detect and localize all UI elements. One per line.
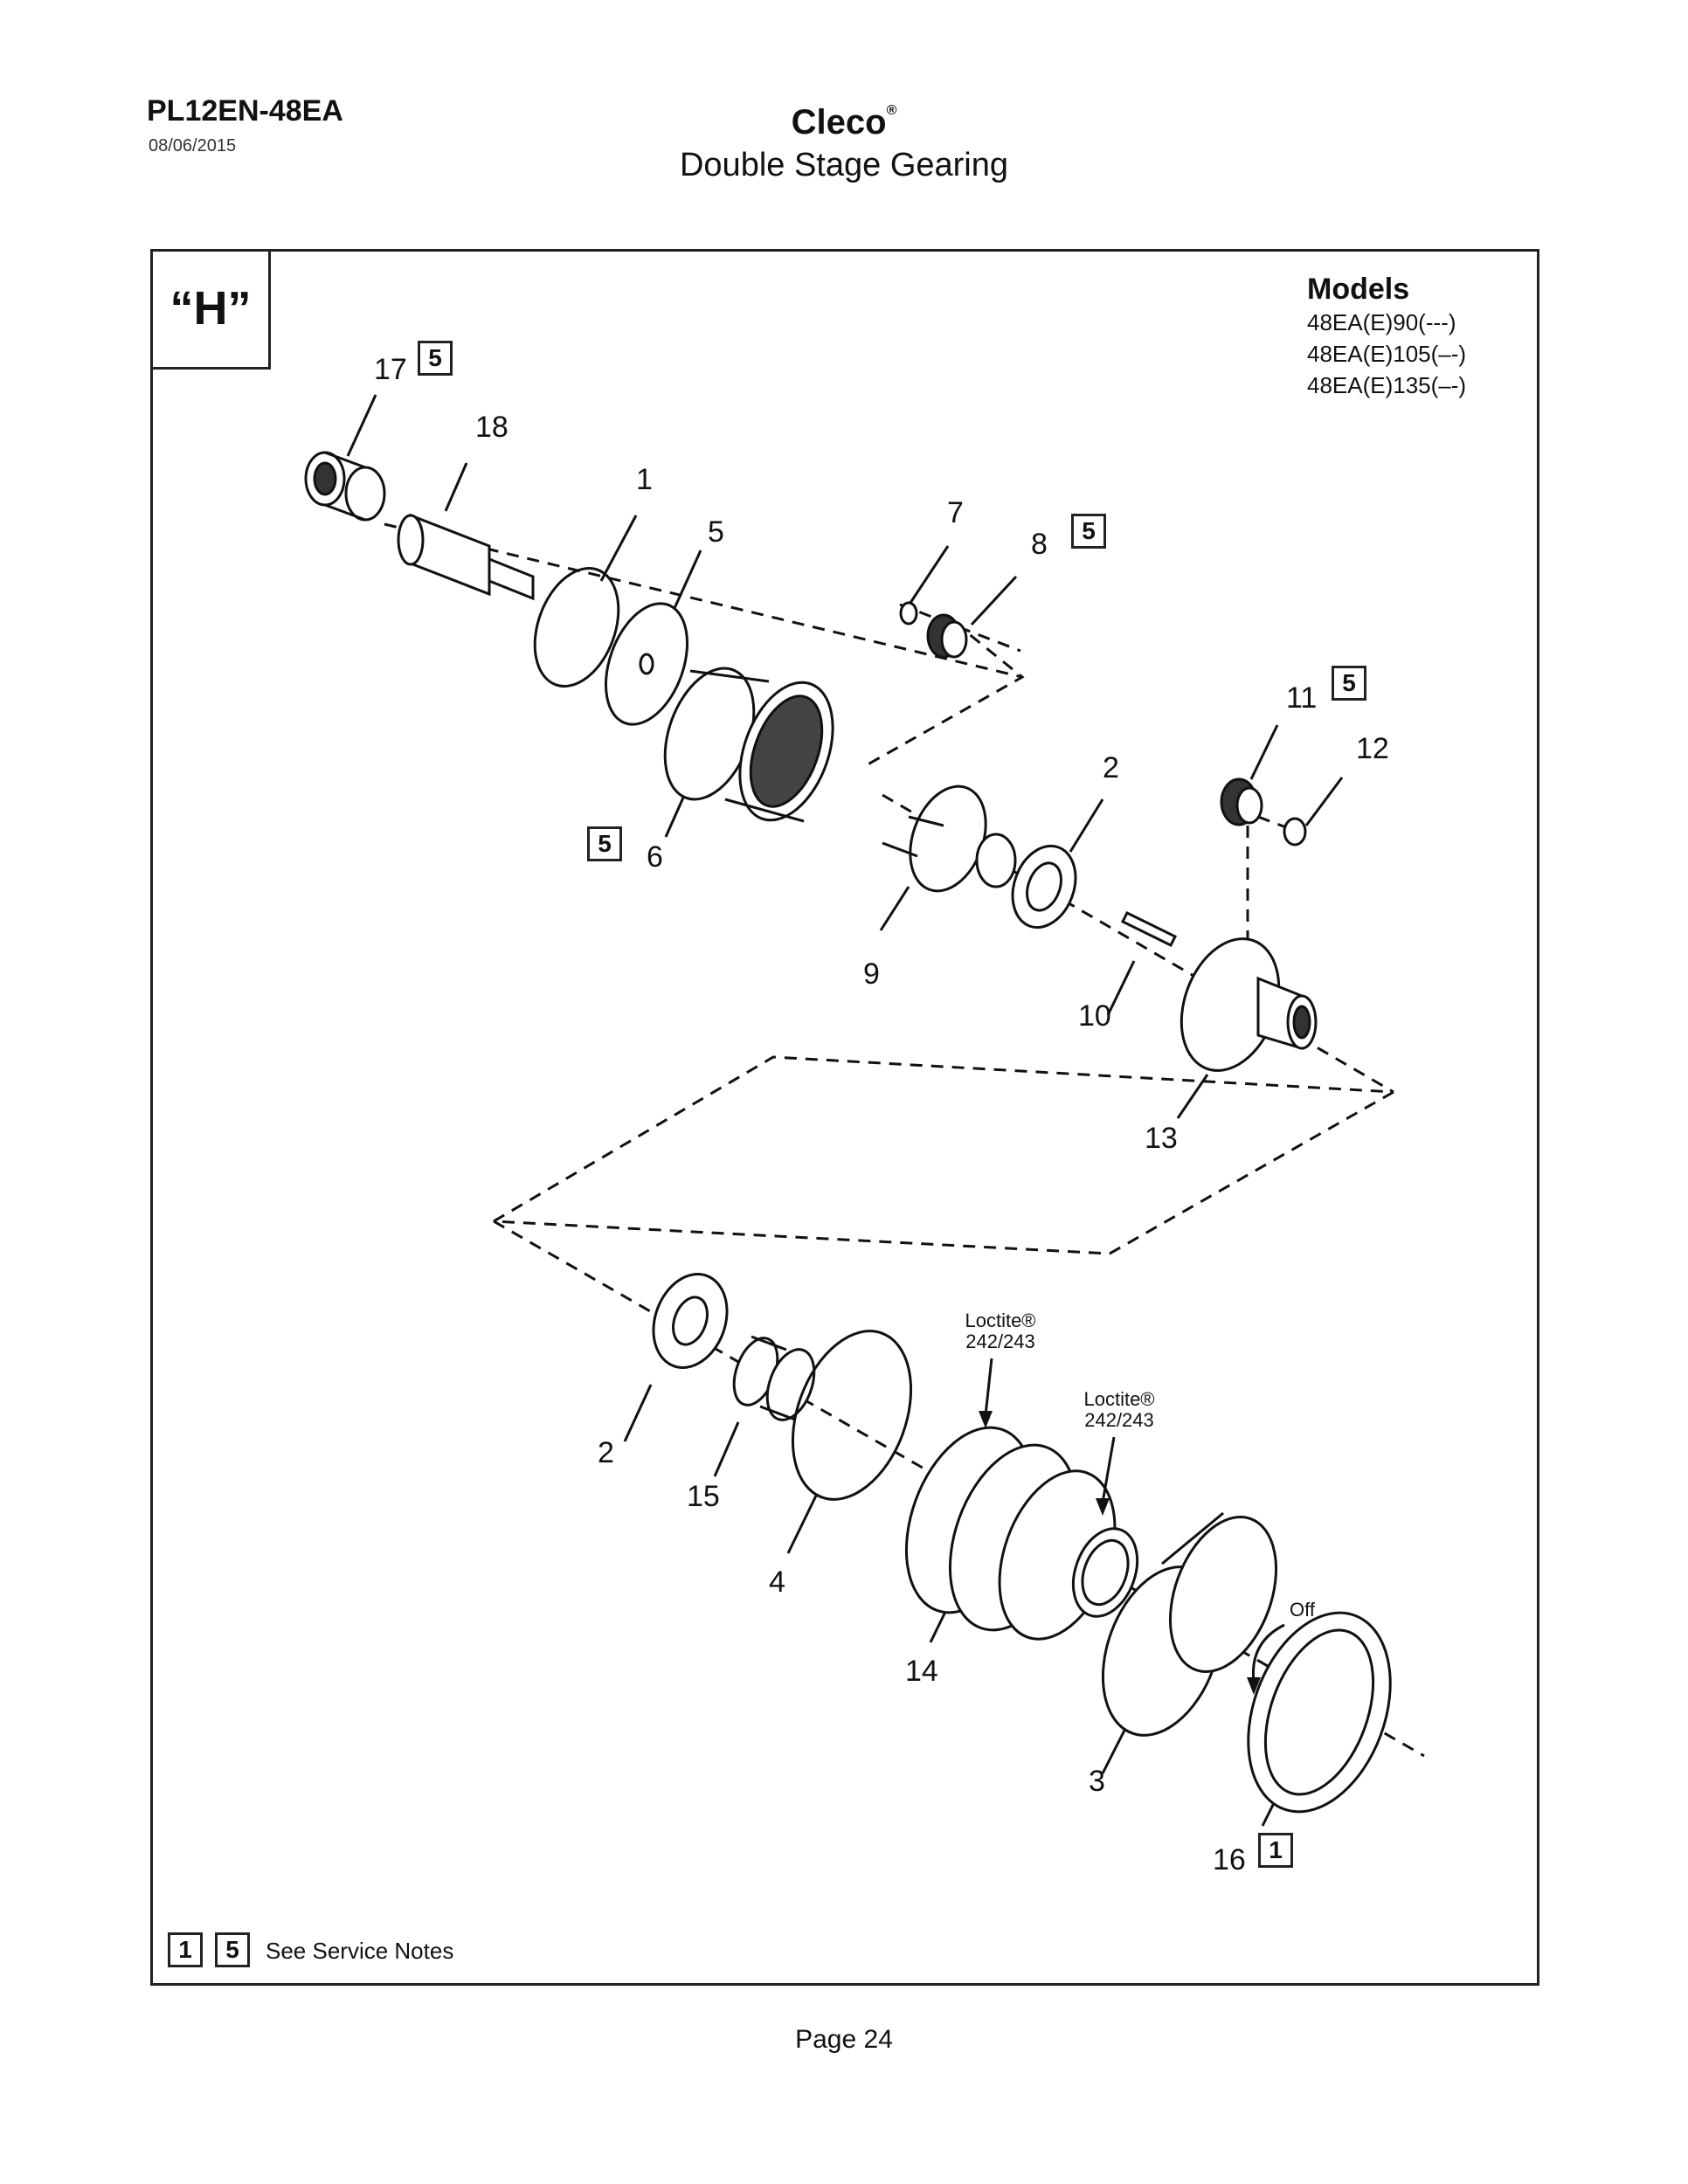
adhesive-grade: 242/243 <box>1084 1409 1154 1431</box>
callout-part-2: 2 <box>1103 751 1119 784</box>
callout-part-13: 13 <box>1145 1122 1178 1155</box>
service-note-box: 5 <box>1071 514 1106 549</box>
callout-part-5: 5 <box>708 515 724 549</box>
part-13-output-carrier <box>1180 937 1318 1072</box>
part-18-shaft <box>397 513 535 601</box>
callout-part-16: 16 <box>1213 1843 1246 1876</box>
part-8-planet-gear <box>926 613 968 659</box>
document-date: 08/06/2015 <box>149 136 237 156</box>
part-12-pin <box>1283 817 1307 847</box>
service-note-box: 5 <box>215 1932 250 1967</box>
part-7-pin <box>899 601 918 625</box>
view-label: “H” <box>150 249 271 370</box>
service-note-box: 1 <box>1258 1833 1293 1868</box>
callout-part-8: 8 <box>1031 528 1048 561</box>
callout-part-9: 9 <box>863 957 880 991</box>
service-note-box: 5 <box>587 826 622 861</box>
callout-part-4: 4 <box>769 1565 785 1599</box>
callout-part-12: 12 <box>1356 732 1389 765</box>
part-3-sleeve <box>1101 1511 1278 1737</box>
page-title: Double Stage Gearing <box>679 147 1009 183</box>
loctite-arrow <box>1101 1436 1116 1503</box>
loctite-arrow <box>984 1358 993 1416</box>
callout-part-3: 3 <box>1089 1765 1105 1798</box>
callout-part-11: 11 <box>1286 681 1318 715</box>
adhesive-name: Loctite® <box>965 1310 1036 1331</box>
callout-part-2: 2 <box>598 1436 614 1469</box>
rotation-arrow <box>1251 1623 1285 1683</box>
part-5-washer <box>604 602 689 726</box>
part-17-spline-gear <box>304 451 386 522</box>
rotation-label: Off <box>1290 1599 1315 1621</box>
service-notes-text: See Service Notes <box>266 1938 454 1964</box>
adhesive-name: Loctite® <box>1083 1388 1155 1410</box>
brand-name: Cleco <box>791 103 887 142</box>
model-item: 48EA(E)105(–-) <box>1307 341 1467 367</box>
part-4-o-ring <box>791 1330 913 1501</box>
part-1-retaining-ring <box>533 567 620 688</box>
part-10-pin <box>1120 910 1178 948</box>
part-2-washer-lower <box>652 1273 729 1369</box>
callout-part-18: 18 <box>475 411 508 444</box>
page-number: Page 24 <box>795 2025 893 2054</box>
callout-part-10: 10 <box>1078 999 1111 1033</box>
model-item: 48EA(E)135(–-) <box>1307 372 1467 398</box>
callout-part-15: 15 <box>687 1480 720 1513</box>
models-title: Models <box>1307 273 1410 306</box>
diagram-frame <box>150 249 1539 1986</box>
adhesive-label: Loctite® 242/243 <box>1071 1389 1167 1431</box>
callout-part-14: 14 <box>905 1655 938 1688</box>
callout-part-1: 1 <box>636 463 653 496</box>
part-16-lock-ring <box>1247 1611 1392 1814</box>
rotation-arrow-head <box>1247 1677 1261 1695</box>
service-note-box: 5 <box>418 341 453 376</box>
registered-mark: ® <box>886 103 897 118</box>
arrow-heads <box>979 1411 1261 1695</box>
adhesive-grade: 242/243 <box>965 1330 1035 1352</box>
callout-part-17: 17 <box>374 353 407 386</box>
part-14-gear-housing <box>904 1426 1139 1641</box>
service-note-box: 1 <box>168 1932 203 1967</box>
callout-part-6: 6 <box>647 840 663 874</box>
part-15-needle-bearing <box>732 1335 816 1421</box>
adhesive-label: Loctite® 242/243 <box>952 1310 1048 1352</box>
part-9-carrier <box>882 784 1017 893</box>
part-2-washer-upper <box>1011 844 1077 930</box>
part-6-ring-gear <box>663 642 839 823</box>
service-note-box: 5 <box>1332 666 1366 701</box>
brand-logo: Cleco® <box>0 103 1688 142</box>
part-11-planet-gear <box>1220 778 1263 826</box>
callout-part-7: 7 <box>947 496 964 529</box>
model-item: 48EA(E)90(---) <box>1307 309 1456 335</box>
document-id: PL12EN-48EA <box>147 94 343 128</box>
